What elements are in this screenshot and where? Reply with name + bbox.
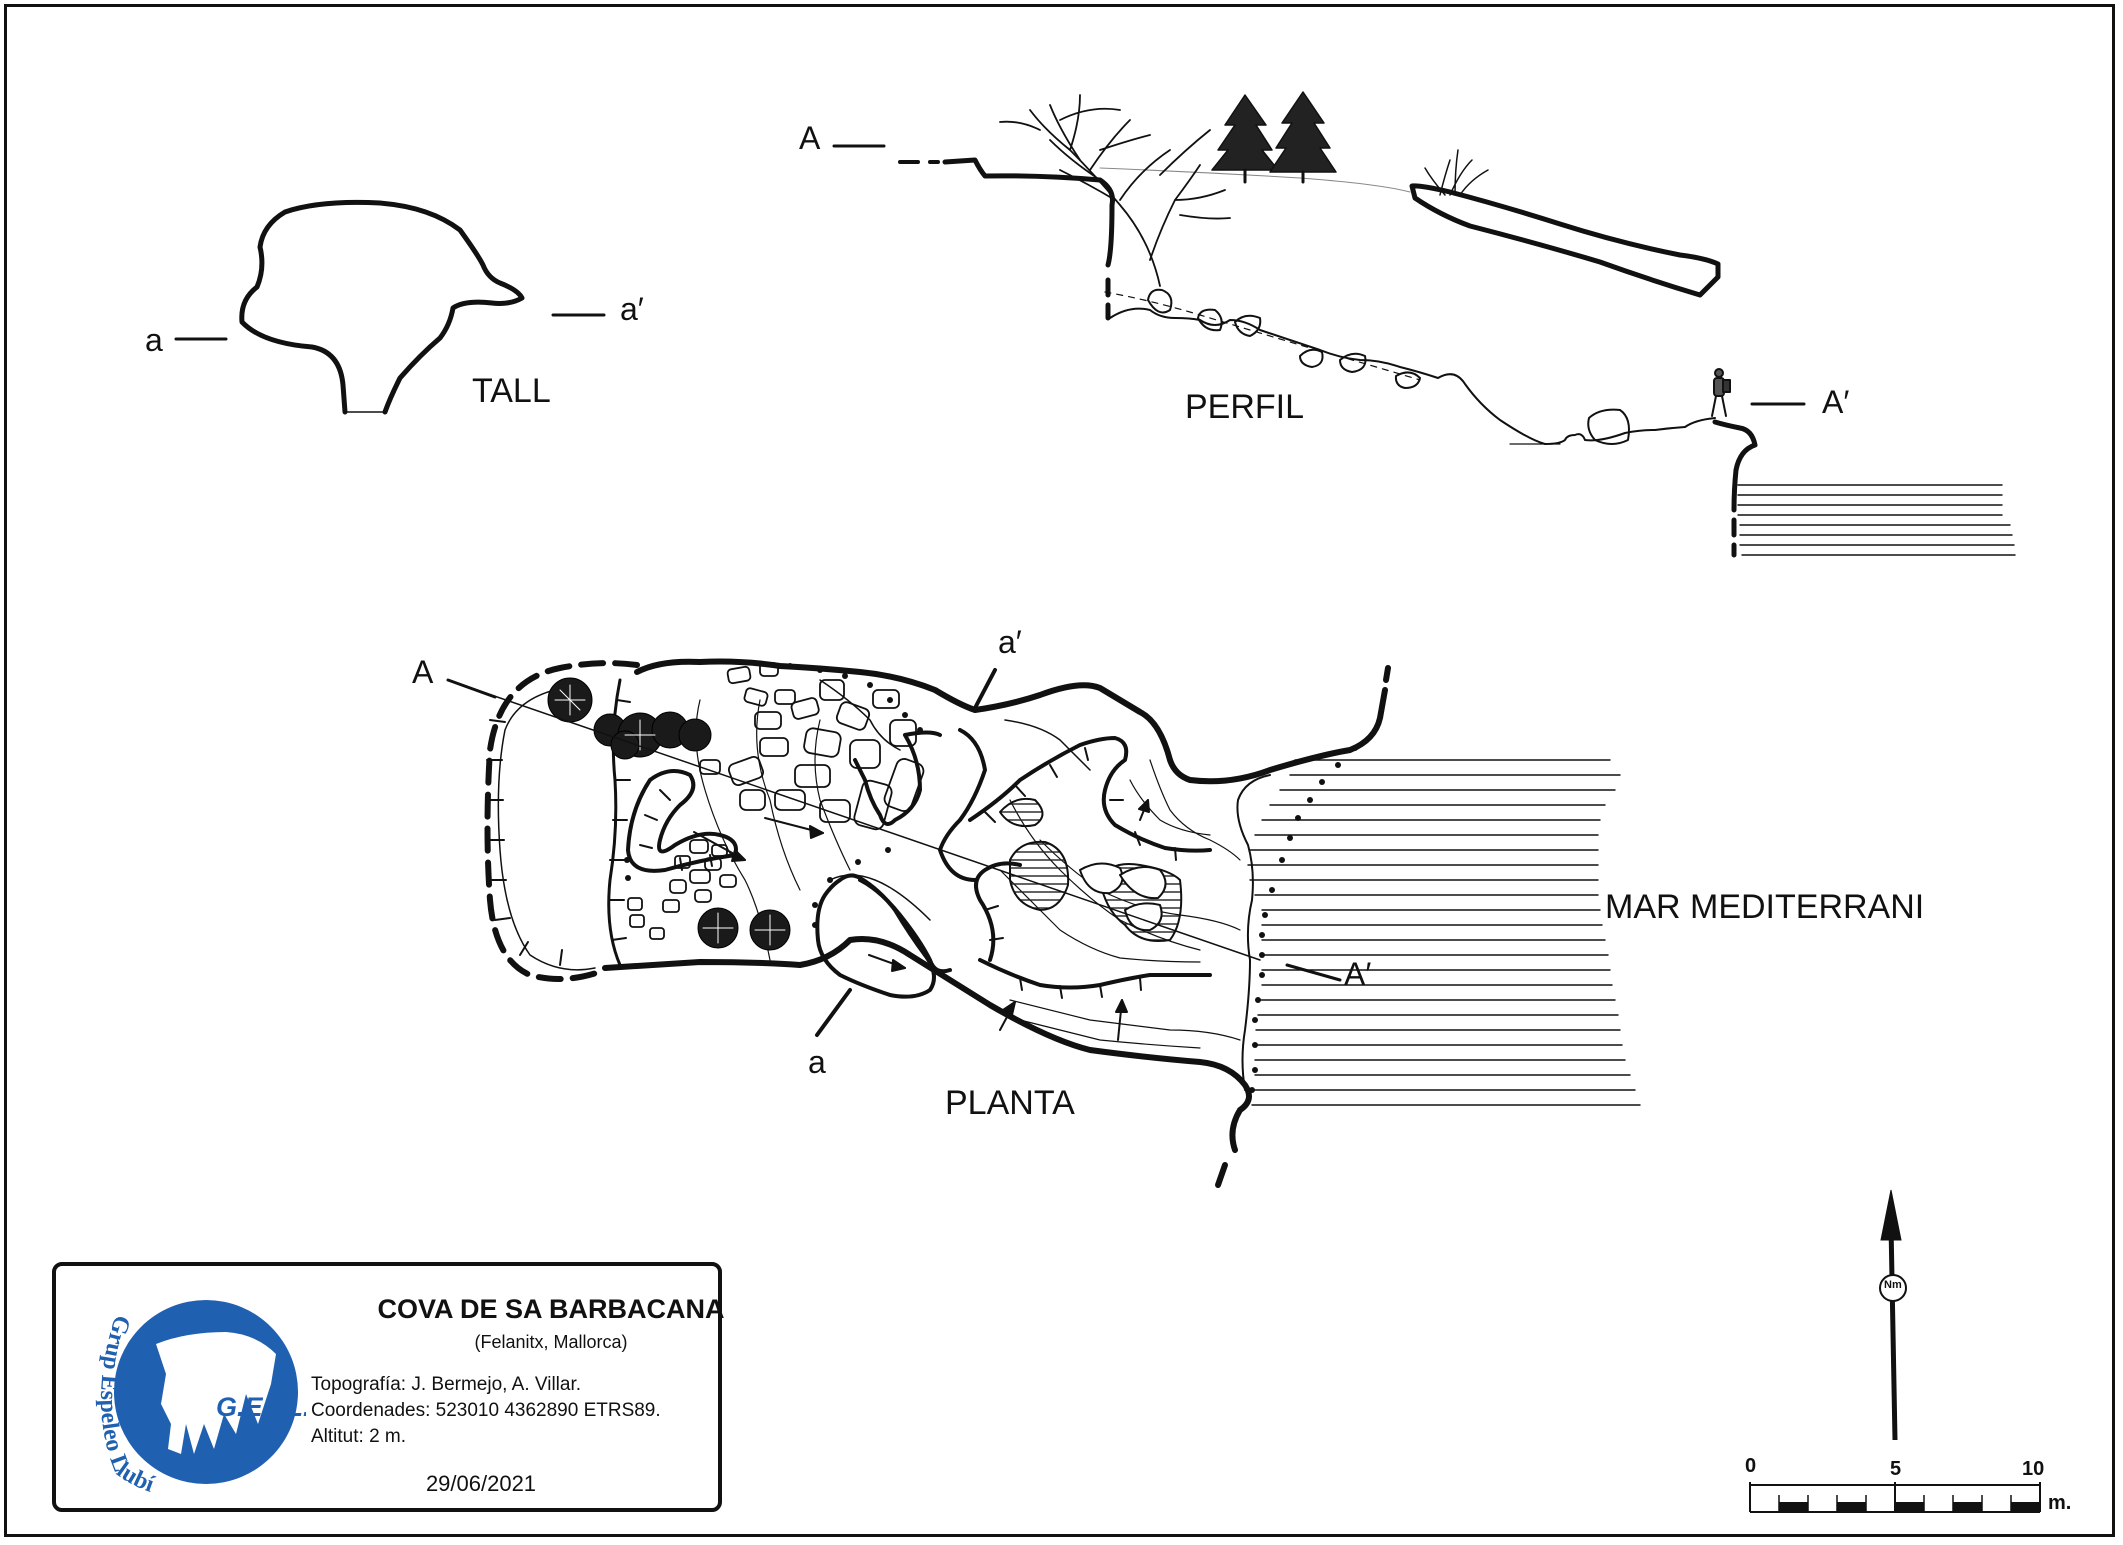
scale-tick-10: 10: [2022, 1458, 2045, 1480]
gell-logo: G.E.LL. Grup Espeleo Llubí: [95, 1300, 306, 1498]
scale-bar: [1749, 1482, 2041, 1513]
planta-section: [446, 658, 1641, 1188]
scale-unit: m.: [2048, 1492, 2072, 1514]
logo-text: G.E.LL.: [216, 1392, 306, 1422]
label-A-prime-planta: A′: [1344, 956, 1372, 992]
label-tall: TALL: [472, 372, 551, 410]
label-a-prime-tall: a′: [620, 291, 644, 327]
label-a-tall: a: [145, 322, 163, 358]
scale-tick-5: 5: [1890, 1458, 1902, 1480]
info-box: G.E.LL. Grup Espeleo Llubí COVA DE SA BA…: [52, 1262, 725, 1512]
label-planta: PLANTA: [945, 1084, 1075, 1122]
label-A-prime-perfil: A′: [1822, 384, 1850, 420]
scale-tick-0: 0: [1745, 1455, 1757, 1477]
label-A-planta: A: [412, 654, 434, 690]
perfil-section: [832, 91, 2016, 558]
survey-date: 29/06/2021: [425, 1471, 537, 1496]
coordenades-line: Coordenades: 523010 4362890 ETRS89.: [311, 1400, 661, 1421]
label-a-planta: a: [808, 1044, 826, 1080]
altitut-line: Altitut: 2 m.: [311, 1426, 407, 1447]
topografia-line: Topografía: J. Bermejo, A. Villar.: [311, 1374, 582, 1395]
label-mar-mediterrani: MAR MEDITERRANI: [1605, 888, 1925, 926]
cave-location: (Felanitx, Mallorca): [474, 1332, 628, 1352]
person-figure: [1711, 368, 1731, 417]
label-perfil: PERFIL: [1185, 388, 1305, 426]
tall-section: [174, 199, 606, 415]
map-frame: [4, 4, 2115, 1537]
label-a-prime-planta: a′: [998, 624, 1022, 660]
label-A-perfil: A: [799, 120, 821, 156]
north-label: Nm: [1884, 1279, 1902, 1291]
cave-title: COVA DE SA BARBACANA: [377, 1294, 725, 1324]
north-arrow: [1879, 1189, 1907, 1441]
